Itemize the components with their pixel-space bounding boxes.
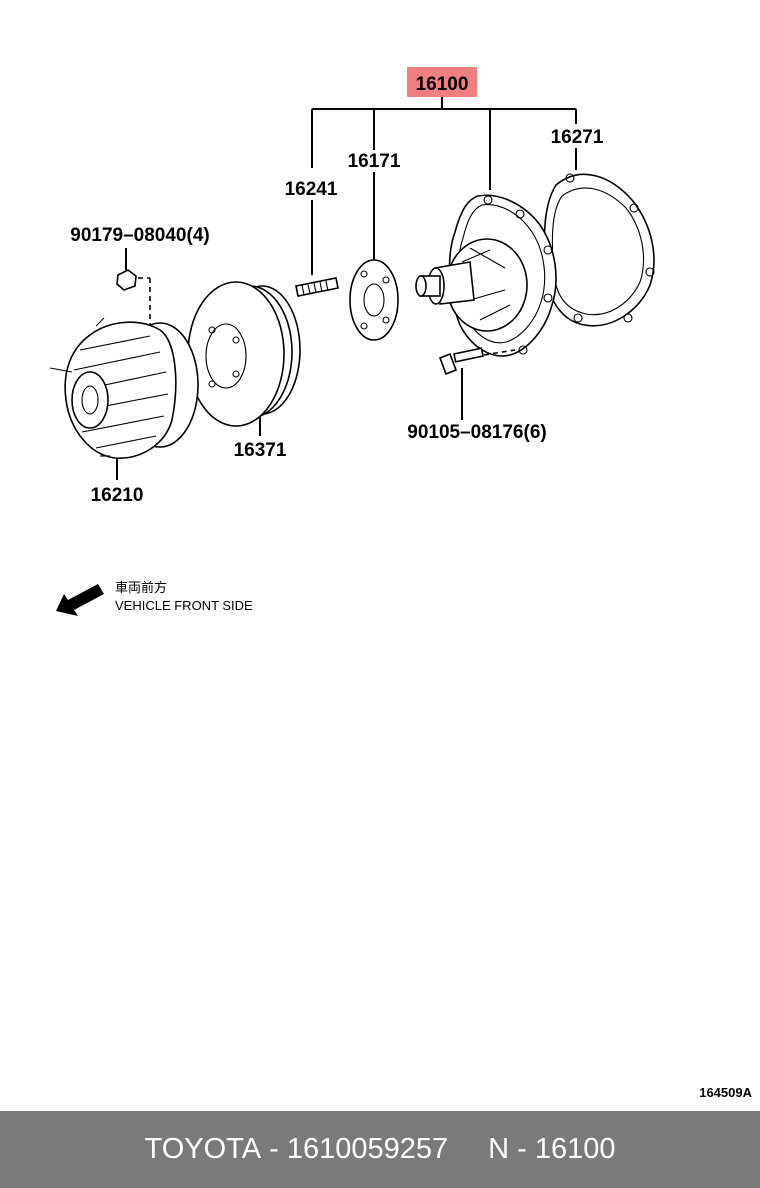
direction-label-jp: 車両前方 <box>115 580 167 595</box>
bolt-90105[interactable] <box>438 347 516 376</box>
label-90179-08040[interactable]: 90179–08040(4) <box>70 225 209 246</box>
label-16241[interactable]: 16241 <box>285 179 338 200</box>
gasket-16271[interactable] <box>543 173 655 327</box>
label-16371[interactable]: 16371 <box>234 440 287 461</box>
pulley-16371[interactable] <box>187 281 301 427</box>
water-pump-body[interactable] <box>415 194 557 357</box>
nut-90179[interactable] <box>116 269 151 332</box>
direction-label-en: VEHICLE FRONT SIDE <box>115 598 253 613</box>
label-16271[interactable]: 16271 <box>551 127 604 148</box>
front-arrow-icon <box>56 584 104 616</box>
label-16171[interactable]: 16171 <box>348 151 401 172</box>
label-16210[interactable]: 16210 <box>91 485 144 506</box>
footer-reference: N - 16100 <box>488 1133 616 1165</box>
label-90105-08176[interactable]: 90105–08176(6) <box>407 422 546 443</box>
stud-16241[interactable] <box>295 277 339 297</box>
main-part-bracket <box>311 97 577 275</box>
fan-clutch-16210[interactable] <box>49 317 199 459</box>
footer-part-number: 1610059257 <box>286 1133 449 1165</box>
main-part-label[interactable]: 16100 <box>416 74 469 95</box>
vehicle-front-indicator: 車両前方 VEHICLE FRONT SIDE <box>56 580 253 616</box>
main-part-highlight <box>407 67 477 97</box>
flange-16171[interactable] <box>349 259 399 341</box>
parts-diagram: 16100 16271 16171 16241 90179–08040(4) 9… <box>49 67 753 1100</box>
figure-code: 164509A <box>699 1085 752 1100</box>
footer-brand: TOYOTA <box>144 1133 262 1165</box>
